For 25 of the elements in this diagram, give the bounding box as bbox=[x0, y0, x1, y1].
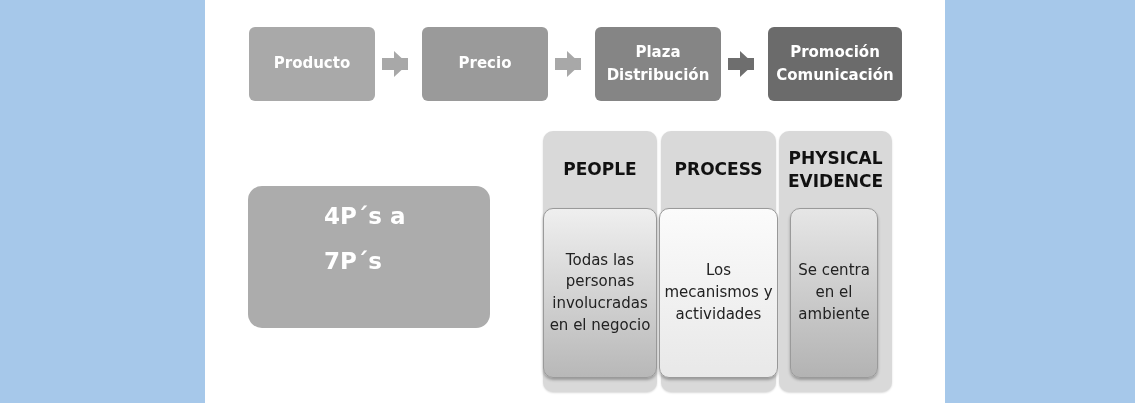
node-label: PROCESS bbox=[674, 158, 763, 181]
description-card bbox=[659, 208, 778, 378]
description-card bbox=[543, 208, 657, 378]
category-column bbox=[543, 131, 657, 392]
category-column bbox=[779, 131, 892, 392]
node-label: Plaza Distribución bbox=[605, 41, 711, 86]
node-label: Todas las personas involucradas en el negocio bbox=[548, 249, 652, 336]
node-label: Promoción Comunicación bbox=[775, 41, 895, 86]
node-label: 4P´s a 7P´s bbox=[324, 202, 407, 276]
title-box bbox=[248, 186, 490, 328]
node-label: PHYSICAL EVIDENCE bbox=[786, 147, 885, 192]
block-arrow bbox=[382, 51, 408, 77]
description-card bbox=[790, 208, 878, 378]
block-arrow bbox=[728, 51, 754, 77]
node-label: Se centra en el ambiente bbox=[797, 260, 871, 325]
process-box bbox=[595, 27, 721, 101]
node-label: PEOPLE bbox=[563, 158, 637, 181]
category-column bbox=[661, 131, 776, 392]
process-box bbox=[249, 27, 375, 101]
node-label: Producto bbox=[273, 53, 351, 75]
node-label: Precio bbox=[458, 53, 512, 75]
block-arrow bbox=[555, 51, 581, 77]
node-label: Los mecanismos y actividades bbox=[664, 260, 773, 325]
process-box bbox=[768, 27, 902, 101]
process-box bbox=[422, 27, 548, 101]
